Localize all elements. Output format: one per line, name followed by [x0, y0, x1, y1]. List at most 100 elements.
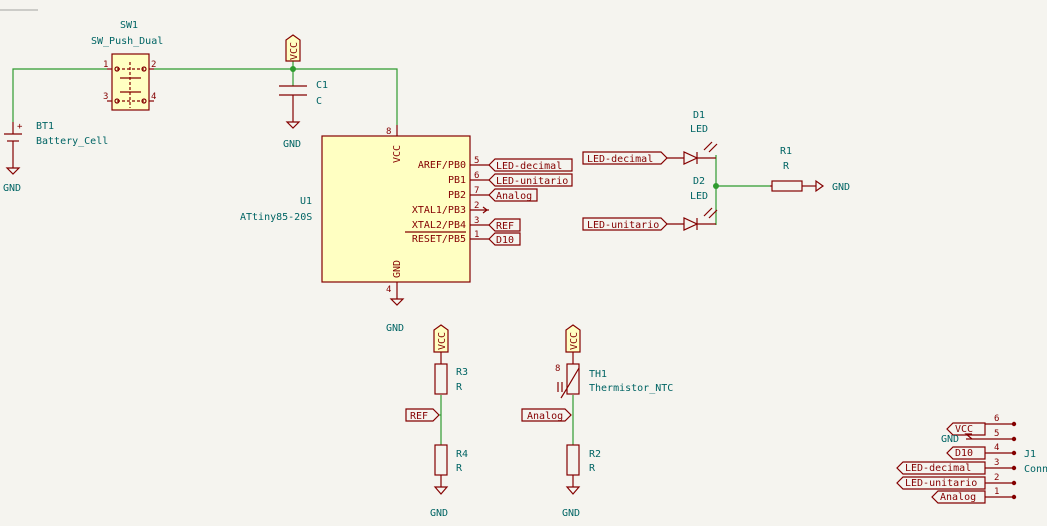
j1-value: Conn: [1024, 464, 1047, 475]
j1-label: Analog: [940, 492, 976, 503]
net-label[interactable]: LED-decimal: [582, 151, 668, 165]
c1-capacitor[interactable]: C1 C: [279, 80, 328, 118]
j1-pin-number: 6: [994, 414, 999, 424]
sw1-switch[interactable]: SW1 SW_Push_Dual 1 2 3 4: [91, 20, 163, 111]
gnd-label: GND: [283, 139, 301, 150]
d2-led[interactable]: D2 LED: [667, 176, 718, 231]
net-label[interactable]: D10: [488, 232, 521, 246]
net-label[interactable]: REF: [405, 408, 441, 422]
net-label-text: REF: [496, 221, 514, 232]
j1-pin-row: GND 5: [941, 429, 1017, 445]
r4-resistor[interactable]: R4 R: [434, 444, 468, 487]
gnd-symbol-u1: GND: [386, 293, 405, 334]
u1-pin-number: 7: [474, 186, 479, 196]
gnd-label: GND: [386, 323, 404, 334]
j1-pin-row: LED-decimal 3: [896, 458, 1017, 475]
r3-ref: R3: [456, 367, 468, 378]
gnd-symbol-c1: GND: [283, 118, 301, 150]
net-label-text: Analog: [527, 411, 563, 422]
gnd-symbol-r4: GND: [430, 486, 449, 519]
vcc-label: VCC: [437, 332, 448, 350]
d2-value: LED: [690, 191, 708, 202]
u1-pin-name: XTAL2/PB4: [412, 220, 466, 231]
j1-pin-number: 4: [994, 443, 999, 453]
u1-pin-number: 2: [474, 201, 479, 211]
r1-resistor[interactable]: R1 R: [770, 146, 816, 192]
j1-label: D10: [955, 448, 973, 459]
net-label-text: LED-decimal: [587, 154, 653, 165]
u1-body: [321, 135, 471, 283]
j1-pin-number: 1: [994, 487, 999, 497]
vcc-symbol-r3: VCC: [433, 324, 449, 353]
j1-connector[interactable]: J1 Conn VCC 6 GND 5 D10 4 LED-decimal: [896, 414, 1047, 504]
net-label[interactable]: LED-decimal: [488, 158, 573, 172]
net-label[interactable]: Analog: [488, 188, 538, 202]
j1-pin-row: D10 4: [946, 443, 1017, 460]
u1-pin-gnd-num: 4: [386, 285, 391, 295]
vcc-symbol-th1: VCC: [565, 324, 581, 353]
net-label-text: LED-unitario: [496, 176, 568, 187]
u1-pin-name: PB1: [448, 175, 466, 186]
u1-pin-vcc-num: 8: [386, 127, 391, 137]
vcc-symbol-top: VCC: [285, 34, 301, 72]
d1-led[interactable]: D1 LED: [667, 110, 718, 165]
u1-pin-number: 1: [474, 230, 479, 240]
r3-value: R: [456, 382, 463, 393]
u1-net-labels: LED-decimal LED-unitario Analog REF D10: [488, 158, 573, 246]
c1-value: C: [316, 96, 322, 107]
u1-pin-vcc: VCC: [392, 145, 403, 163]
r4-value: R: [456, 463, 463, 474]
u1-pin-number: 5: [474, 156, 479, 166]
u1-pin-gnd: GND: [392, 260, 403, 278]
th1-pin: 8: [555, 364, 560, 374]
th1-thermistor[interactable]: 8 TH1 Thermistor_NTC: [555, 352, 673, 399]
sw1-pin-4: 4: [151, 92, 156, 102]
gnd-symbol-r2: GND: [562, 486, 581, 519]
u1-pin-name: PB2: [448, 190, 466, 201]
j1-label: VCC: [955, 424, 973, 435]
wires: [12, 61, 770, 445]
net-label[interactable]: REF: [488, 218, 521, 232]
r2-ref: R2: [589, 449, 601, 460]
j1-label: LED-unitario: [905, 478, 977, 489]
wire-switch-vcc: [154, 68, 398, 125]
wire-battery-switch: [12, 68, 107, 122]
bt1-ref: BT1: [36, 121, 54, 132]
led-net-labels: LED-decimal LED-unitario: [582, 151, 668, 231]
sw1-pin-2: 2: [151, 60, 156, 70]
r3-resistor[interactable]: R3 R: [434, 352, 468, 395]
junction-dot: [713, 183, 719, 189]
net-label[interactable]: Analog: [521, 408, 572, 422]
u1-pin-row: 6 PB1: [448, 171, 489, 186]
gnd-label: GND: [3, 183, 21, 194]
gnd-symbol-bt1: GND: [3, 160, 21, 194]
u1-attiny85[interactable]: 8 4 VCC GND U1 ATtiny85-20S 5 AREF/PB0 6…: [240, 125, 489, 295]
net-label[interactable]: LED-unitario: [488, 173, 573, 187]
d1-ref: D1: [693, 110, 705, 121]
net-label[interactable]: LED-unitario: [582, 217, 668, 231]
u1-pin-name: RESET/PB5: [412, 234, 466, 245]
r2-resistor[interactable]: R2 R: [566, 444, 601, 487]
u1-pin-row: 5 AREF/PB0: [418, 156, 489, 171]
r2-value: R: [589, 463, 596, 474]
u1-pin-name: XTAL1/PB3: [412, 205, 466, 216]
vcc-label: VCC: [569, 332, 580, 350]
r1-ref: R1: [780, 146, 792, 157]
gnd-label: GND: [562, 508, 580, 519]
j1-ref: J1: [1024, 449, 1036, 460]
gnd-label: GND: [430, 508, 448, 519]
c1-ref: C1: [316, 80, 328, 91]
j1-label: GND: [941, 434, 959, 445]
sw1-ref: SW1: [120, 20, 138, 31]
j1-pin-row: LED-unitario 2: [896, 473, 1017, 490]
sw1-value: SW_Push_Dual: [91, 36, 163, 47]
junction-dot: [290, 66, 296, 72]
u1-pin-number: 6: [474, 171, 479, 181]
bt1-battery[interactable]: + BT1 Battery_Cell: [4, 121, 108, 160]
j1-pin-number: 2: [994, 473, 999, 483]
bt1-value: Battery_Cell: [36, 136, 108, 147]
th1-ref: TH1: [589, 369, 607, 380]
u1-value: ATtiny85-20S: [240, 212, 312, 223]
gnd-label: GND: [832, 182, 850, 193]
